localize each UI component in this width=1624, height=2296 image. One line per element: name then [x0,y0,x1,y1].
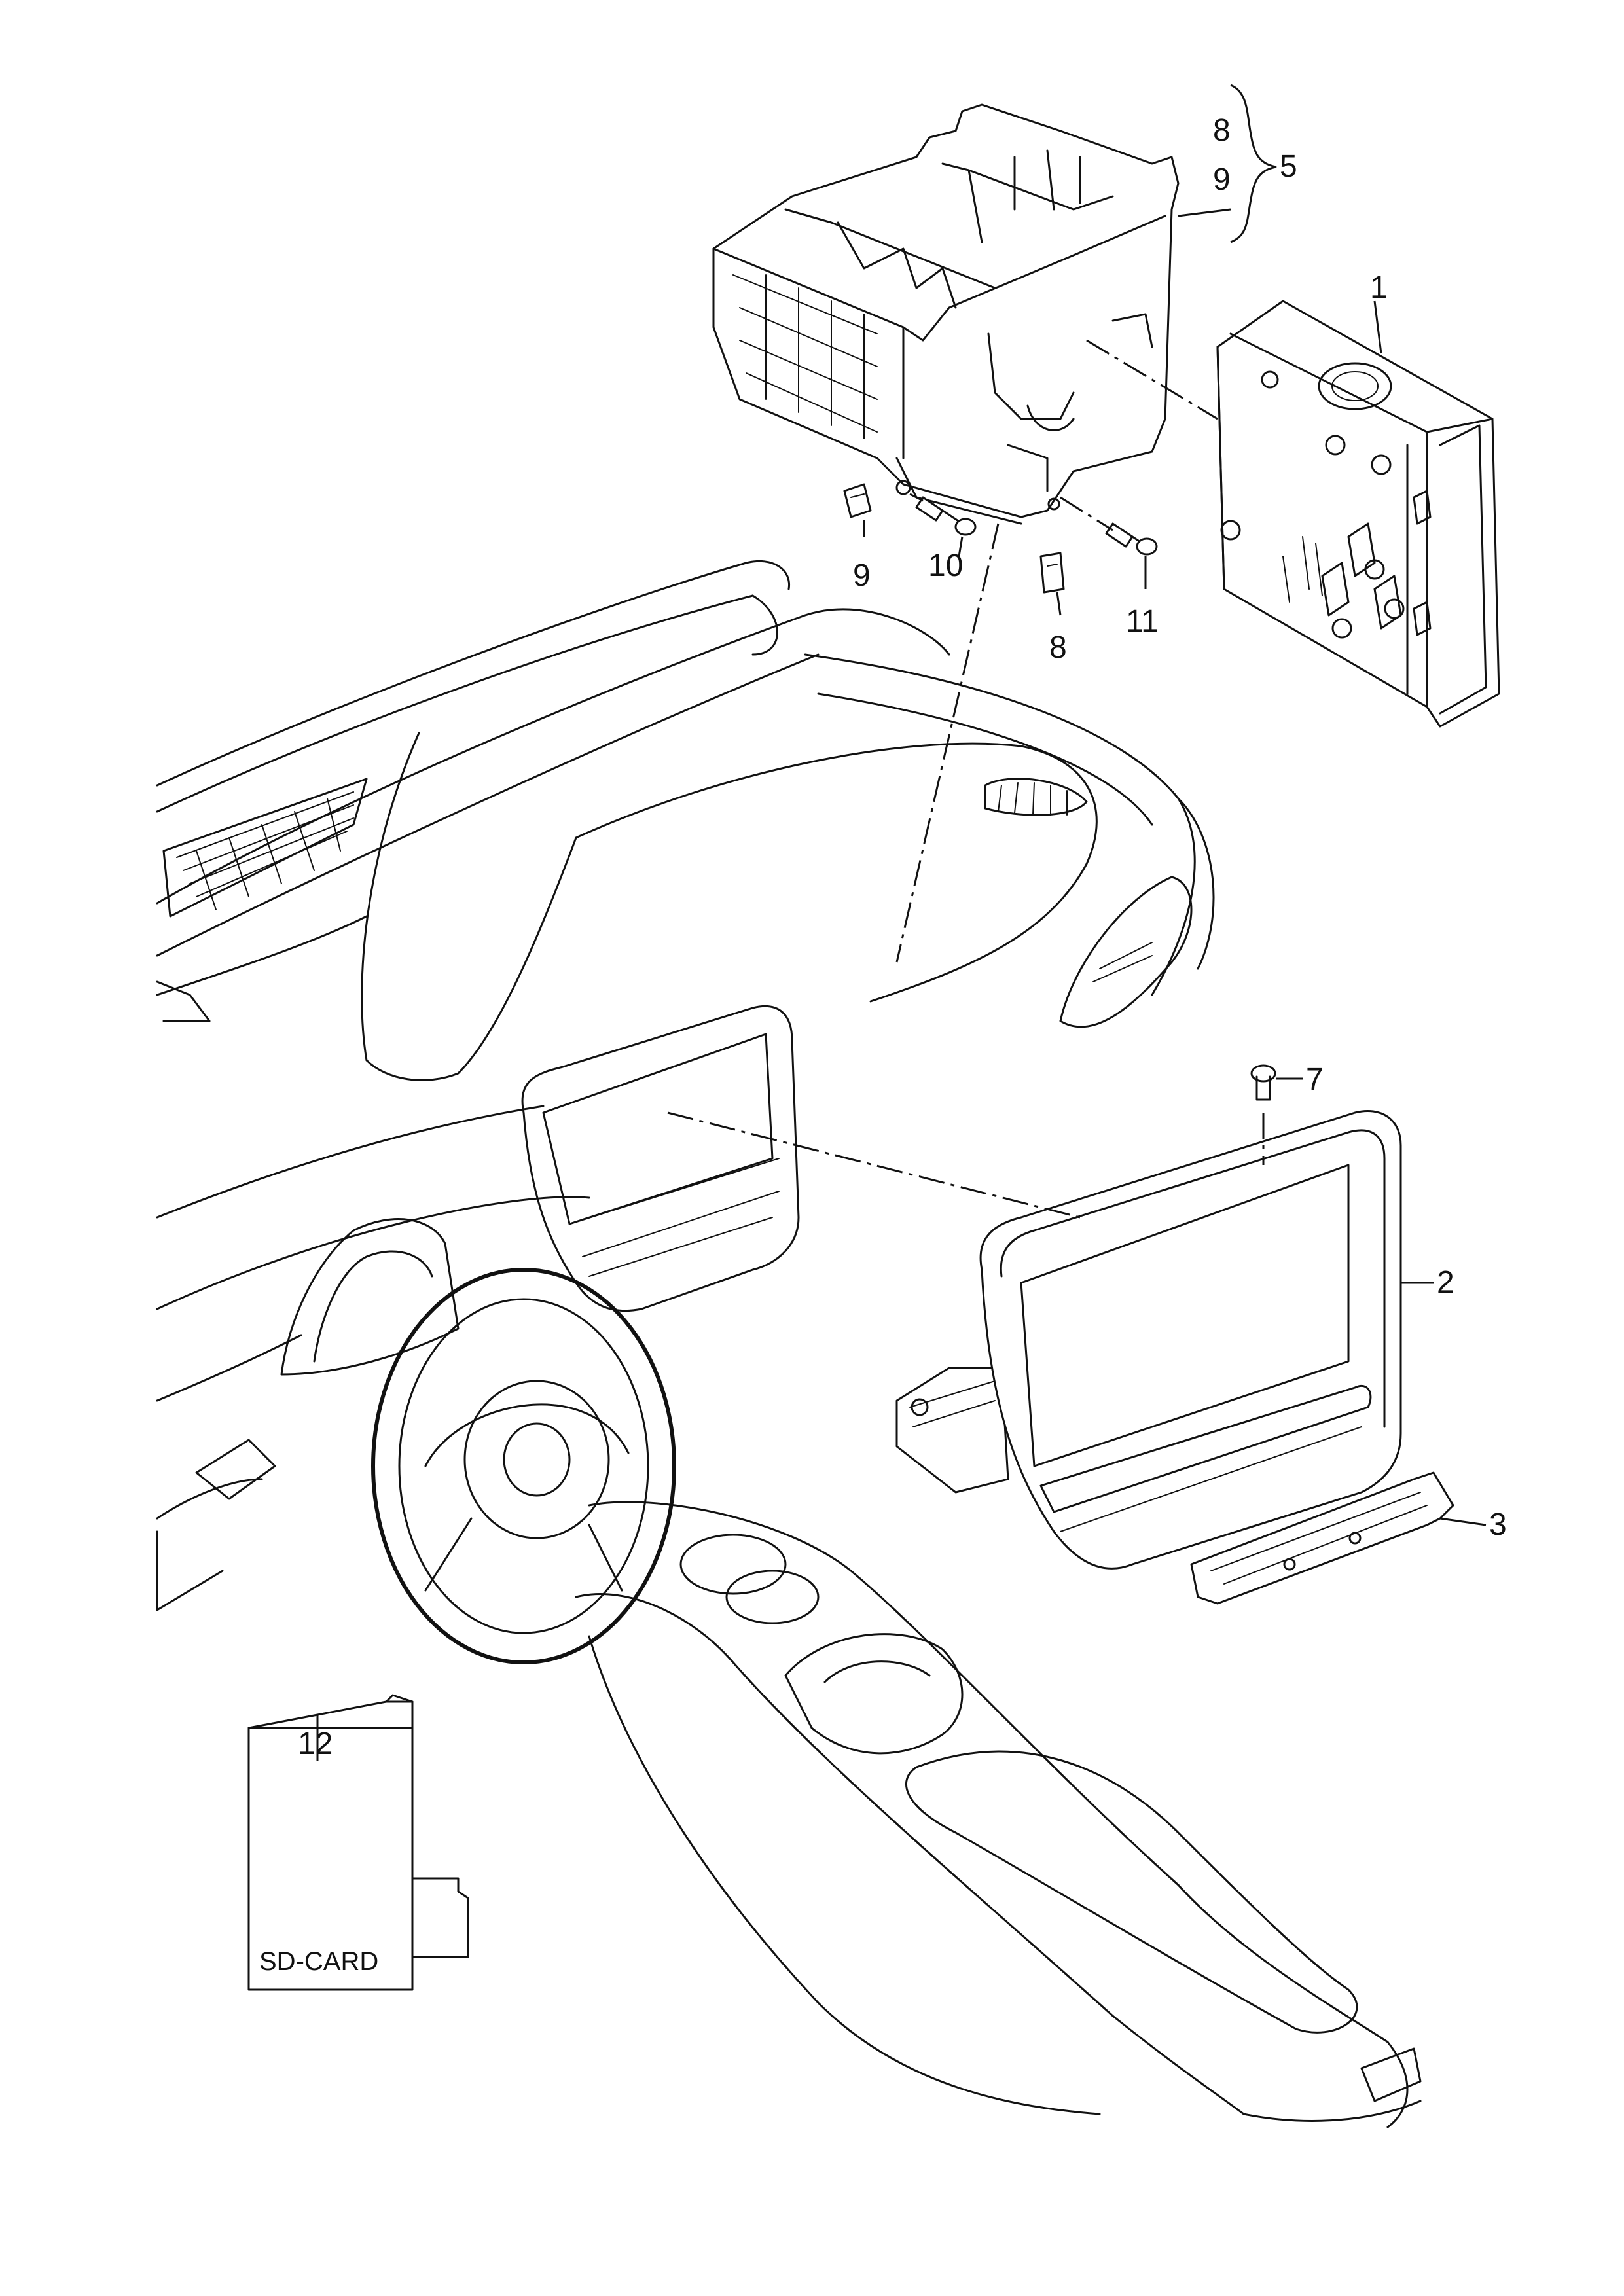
callout-leaders [316,84,1487,1761]
installed-display [521,1005,800,1312]
assembly-line-bracket-to-dash [895,523,1000,963]
steering-wheel [371,1268,676,1664]
callout-7: 7 [1306,1062,1324,1097]
part-12-sd-card: SD-CARD [247,1694,469,1991]
part-7-screw [1250,1064,1276,1101]
part-5-bracket [712,103,1180,525]
callout-8: 8 [1049,630,1067,665]
sd-card-label: SD-CARD [259,1947,378,1976]
assembly-line-display [667,1111,1081,1219]
assembly-line-screw-11 [1060,496,1113,531]
center-console [575,1501,1422,2128]
callout-5: 5 [1280,149,1297,184]
assembly-line-screw-10 [909,493,924,502]
instrument-cluster [280,1218,460,1376]
callout-labels: 1 2 3 5 7 8 9 9 10 8 11 12 [298,113,1507,1761]
fastener-clip-9 [843,483,872,518]
part-1-control-unit [1216,300,1500,728]
callout-3: 3 [1489,1507,1507,1542]
fastener-screw-11 [1105,522,1158,556]
callout-10: 10 [928,548,963,583]
callout-12: 12 [298,1727,333,1761]
assembly-line-control-unit [1086,339,1218,420]
dashboard-interior [156,560,1422,2128]
part-2-display [895,1109,1402,1570]
callout-9: 9 [853,558,871,593]
defrost-grille [162,778,368,918]
center-air-vent [984,778,1088,816]
callout-2: 2 [1437,1265,1454,1300]
fastener-clip-8 [1039,552,1065,594]
callout-1: 1 [1370,270,1388,305]
right-air-vent [1059,876,1193,1028]
callout-8-top: 8 [1213,113,1231,148]
callout-11: 11 [1126,604,1159,639]
fastener-screw-10 [915,496,977,536]
callout-9-top: 9 [1213,162,1231,197]
